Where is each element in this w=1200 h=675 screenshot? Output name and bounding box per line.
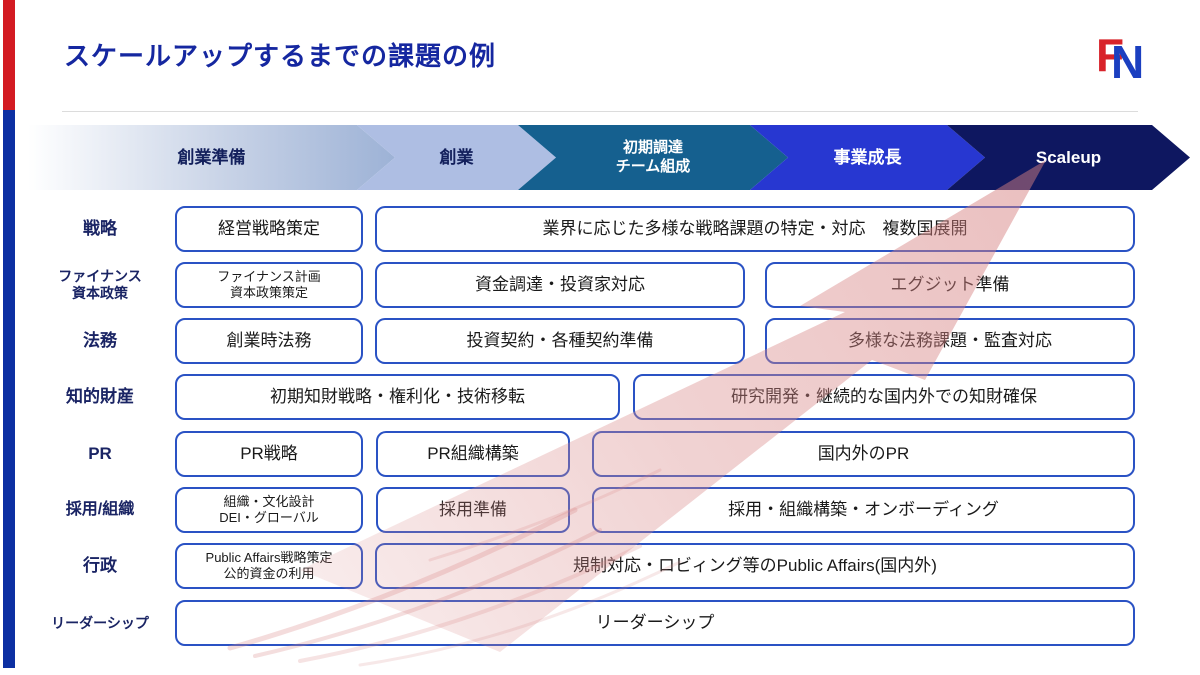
task-text: 資金調達・投資家対応 <box>475 275 645 295</box>
logo-letter-n: N <box>1111 36 1145 88</box>
left-accent-bar-red <box>3 0 15 110</box>
task-text: 創業時法務 <box>226 331 312 351</box>
task-box: 規制対応・ロビィング等のPublic Affairs(国内外) <box>375 543 1135 589</box>
task-text: 規制対応・ロビィング等のPublic Affairs(国内外) <box>573 556 937 576</box>
category-pr: PR <box>88 443 112 463</box>
category-line1: ファイナンス <box>58 268 142 285</box>
task-box: 初期知財戦略・権利化・技術移転 <box>175 374 620 420</box>
category-hiring-org: 採用/組織 <box>65 501 135 519</box>
task-text: リーダーシップ <box>595 613 715 633</box>
task-text-line2: 公的資金の利用 <box>223 566 315 581</box>
task-box: 業界に応じた多様な戦略課題の特定・対応 複数国展開 <box>375 206 1135 252</box>
task-text: 採用・組織構築・オンボーディング <box>728 500 999 520</box>
task-text: 経営戦略策定 <box>218 219 320 239</box>
task-box: 組織・文化設計 DEI・グローバル <box>175 487 363 533</box>
category-legal: 法務 <box>83 330 117 350</box>
task-box: 国内外のPR <box>592 431 1135 477</box>
task-text: PR組織構築 <box>427 444 519 464</box>
category-leadership: リーダーシップ <box>51 614 149 631</box>
stage-label: Scaleup <box>1035 147 1102 167</box>
category-government: 行政 <box>83 555 117 575</box>
task-text-line2: 資本政策策定 <box>229 285 308 300</box>
task-text: 初期知財戦略・権利化・技術移転 <box>270 387 525 407</box>
timeline-stage-initial-funding: 初期調達 チーム組成 <box>518 125 788 190</box>
task-box: 採用準備 <box>376 487 570 533</box>
timeline-stage-preparation: 創業準備 <box>28 125 395 190</box>
task-box: 多様な法務課題・監査対応 <box>765 318 1135 364</box>
task-text-line1: Public Affairs戦略策定 <box>205 549 333 565</box>
task-text: 多様な法務課題・監査対応 <box>848 331 1052 351</box>
task-text: 研究開発・継続的な国内外での知財確保 <box>731 387 1037 407</box>
task-box: 経営戦略策定 <box>175 206 363 252</box>
category-finance: ファイナンス 資本政策 <box>30 262 170 308</box>
task-text: 業界に応じた多様な戦略課題の特定・対応 複数国展開 <box>542 219 968 239</box>
title-divider <box>62 111 1138 112</box>
task-box: 採用・組織構築・オンボーディング <box>592 487 1135 533</box>
task-box: 資金調達・投資家対応 <box>375 262 745 308</box>
task-box: 投資契約・各種契約準備 <box>375 318 745 364</box>
logo-letter-f: F <box>1096 29 1125 81</box>
stage-label: 創業 <box>439 147 474 167</box>
task-text: 投資契約・各種契約準備 <box>466 331 654 351</box>
task-box: PR戦略 <box>175 431 363 477</box>
task-text: 国内外のPR <box>817 444 910 464</box>
stage-label-line2: チーム組成 <box>615 157 691 175</box>
task-box: Public Affairs戦略策定 公的資金の利用 <box>175 543 363 589</box>
task-text: 採用準備 <box>439 500 507 520</box>
task-text-line1: ファイナンス計画 <box>217 268 321 284</box>
task-text-line2: DEI・グローバル <box>219 510 319 525</box>
task-text: PR戦略 <box>240 444 298 464</box>
fn-logo: F N <box>1096 32 1156 88</box>
task-box: ファイナンス計画 資本政策策定 <box>175 262 363 308</box>
stage-label: 事業成長 <box>833 147 902 167</box>
task-box: 創業時法務 <box>175 318 363 364</box>
category-line2: 資本政策 <box>72 285 128 301</box>
task-box: PR組織構築 <box>376 431 570 477</box>
left-accent-bar-blue <box>3 110 15 668</box>
task-box: 研究開発・継続的な国内外での知財確保 <box>633 374 1135 420</box>
page-title: スケールアップするまでの課題の例 <box>64 41 497 71</box>
task-box: リーダーシップ <box>175 600 1135 646</box>
category-strategy: 戦略 <box>83 218 117 238</box>
category-ip: 知的財産 <box>66 386 134 406</box>
stage-label: 創業準備 <box>177 147 246 167</box>
task-text: エグジット準備 <box>890 275 1010 295</box>
task-text-line1: 組織・文化設計 <box>223 493 315 509</box>
task-box: エグジット準備 <box>765 262 1135 308</box>
stage-label-line1: 初期調達 <box>622 138 683 156</box>
